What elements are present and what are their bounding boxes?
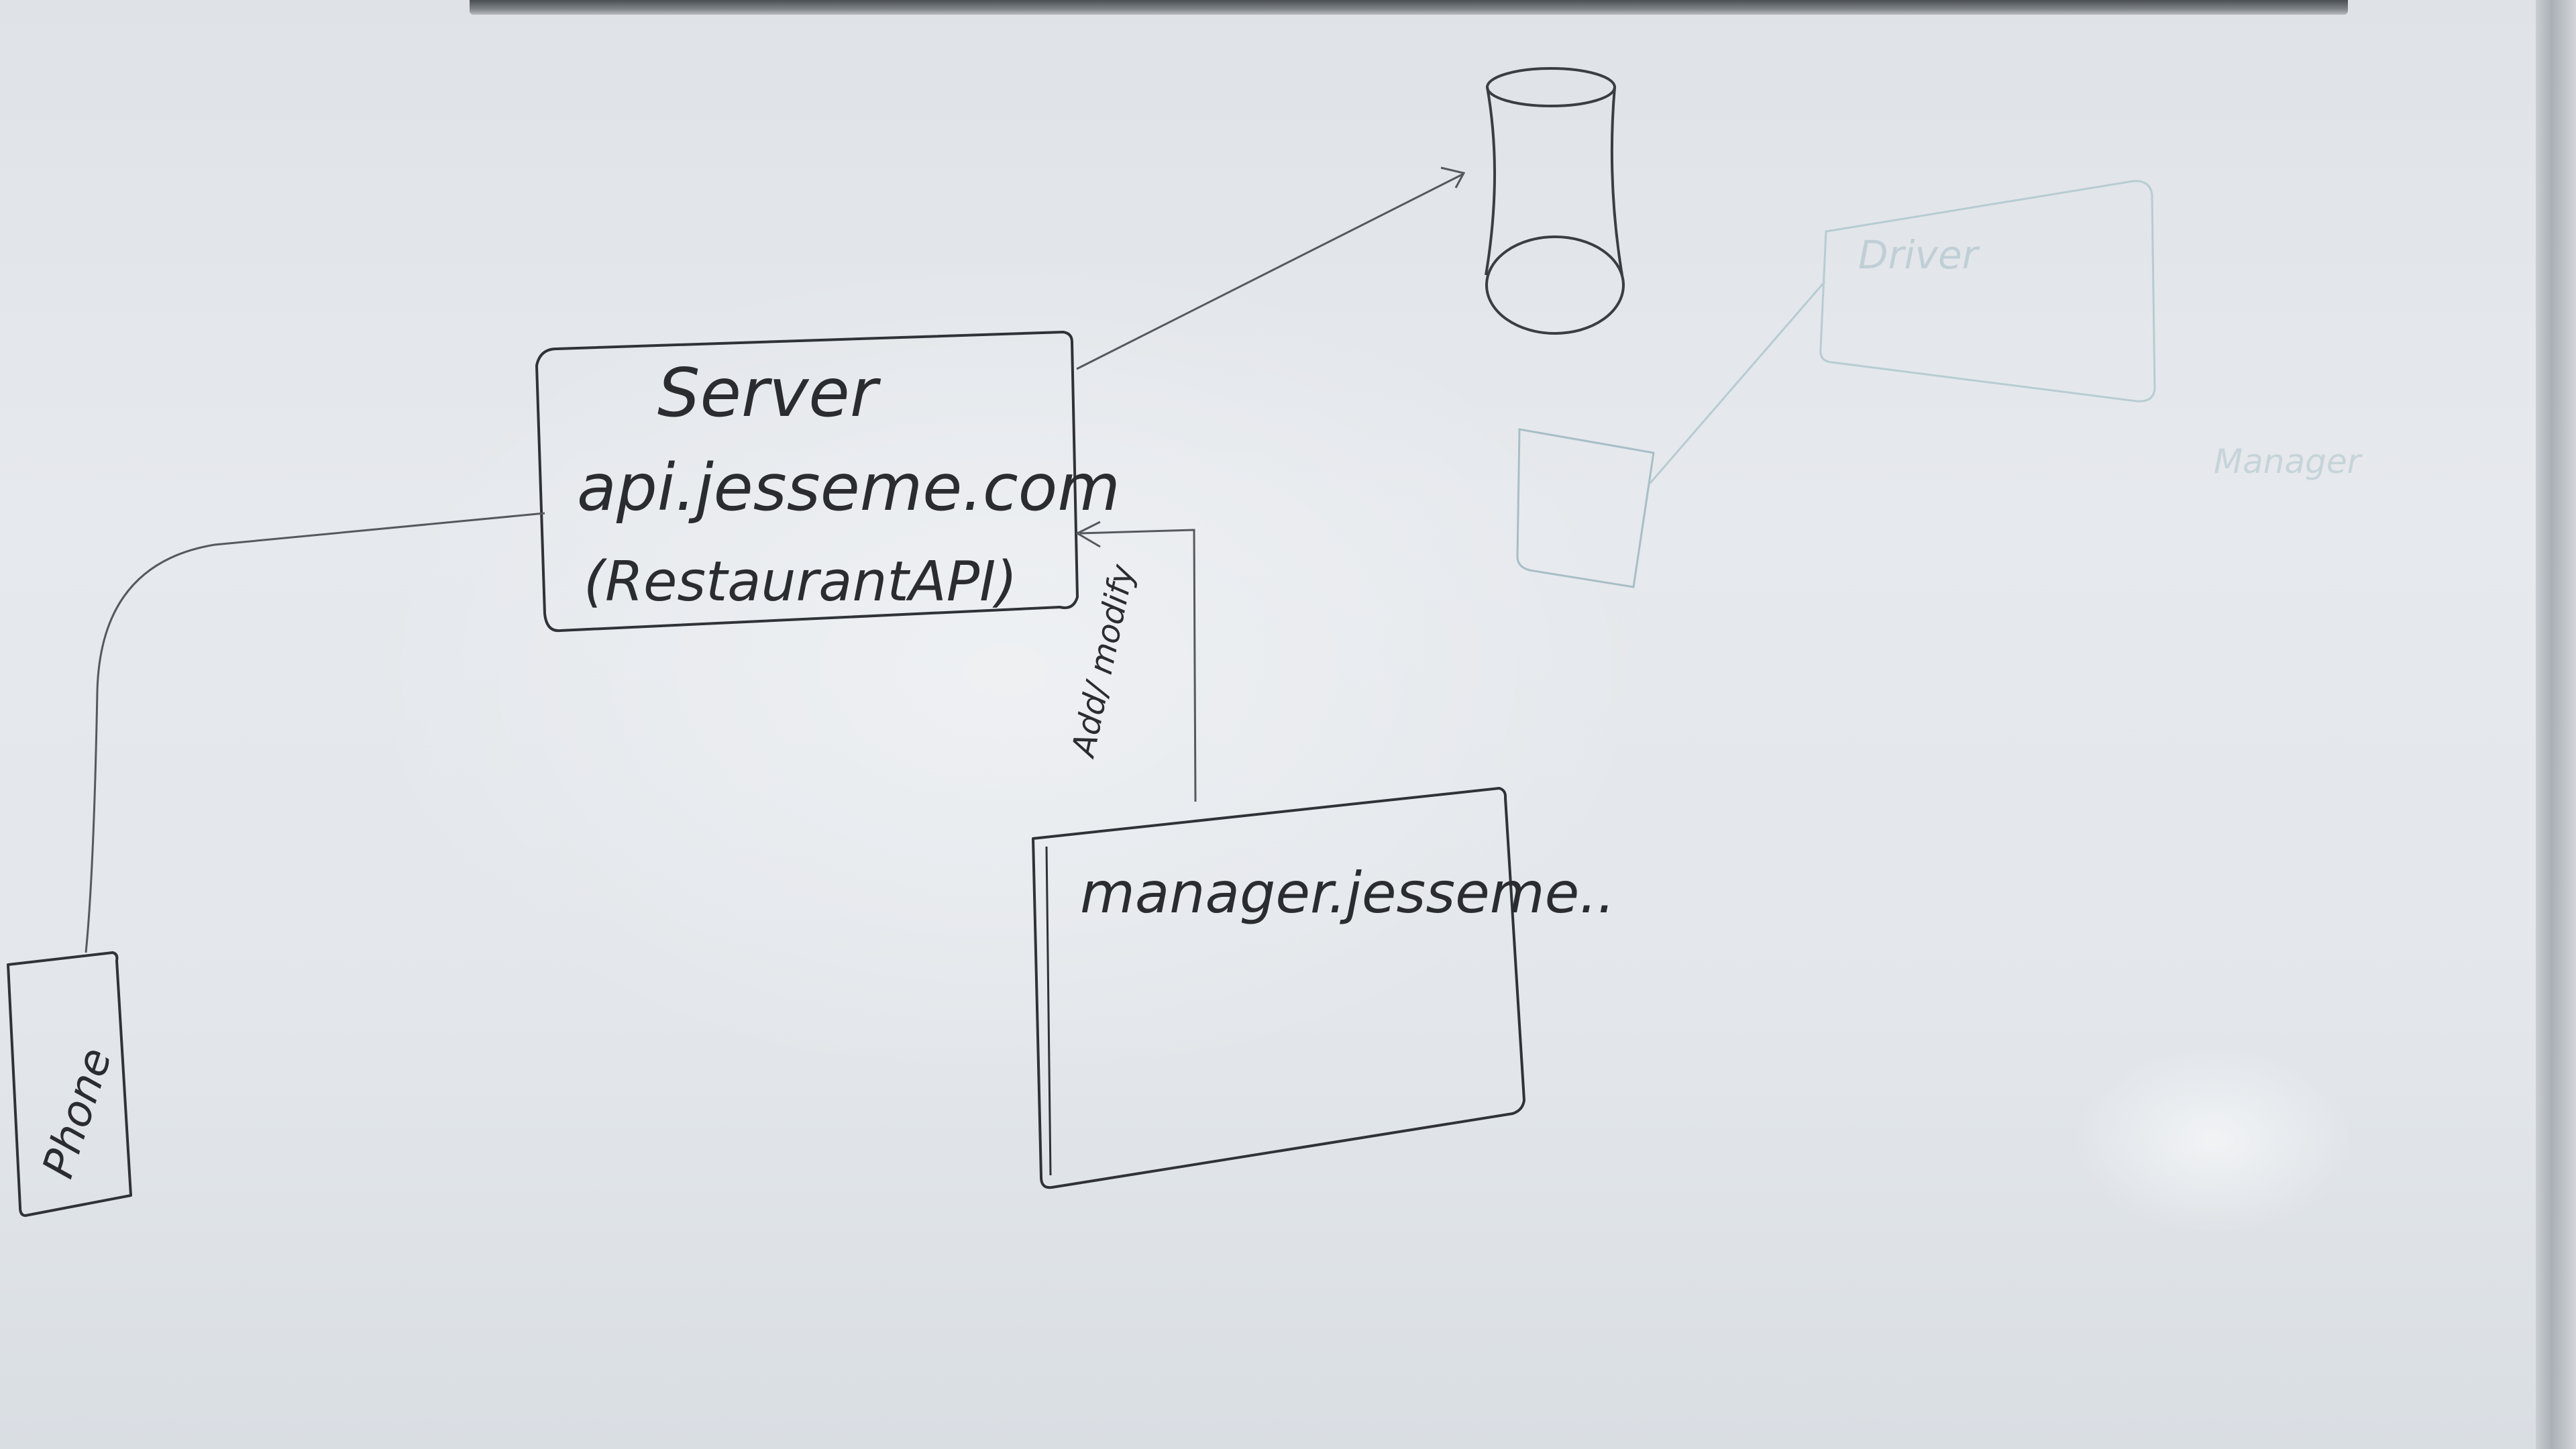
server-box — [535, 331, 1079, 633]
phone-to-server-connector — [85, 512, 545, 953]
manager-box — [1032, 787, 1525, 1189]
manager-box-inner-edge — [1045, 846, 1052, 1176]
server-title: Server — [657, 354, 881, 432]
manager-label: manager.jesseme.. — [1080, 860, 1615, 926]
faint-side-text: Manager — [2214, 442, 2363, 481]
server-to-database-arrow — [1076, 173, 1463, 370]
manager-to-server-arrow — [1079, 529, 1197, 802]
server-subtitle: (RestaurantAPI) — [584, 550, 1017, 614]
server-domain: api.jesseme.com — [577, 450, 1120, 525]
faint-erased-small-box — [1516, 428, 1655, 588]
faint-box-text: Driver — [1858, 232, 1980, 278]
edge-label-add-modify: Add/ modify — [1064, 561, 1142, 761]
database-cylinder-icon — [1485, 67, 1625, 335]
whiteboard-top-rail — [470, 0, 2348, 15]
faint-erased-connector — [1649, 281, 1826, 484]
faint-erased-box — [1819, 180, 2156, 402]
arrowhead-icon — [1440, 166, 1466, 189]
phone-label: Phone — [34, 1042, 122, 1184]
phone-box — [7, 951, 132, 1217]
arrowhead-icon — [1075, 521, 1101, 548]
whiteboard-right-frame — [2536, 0, 2576, 1449]
